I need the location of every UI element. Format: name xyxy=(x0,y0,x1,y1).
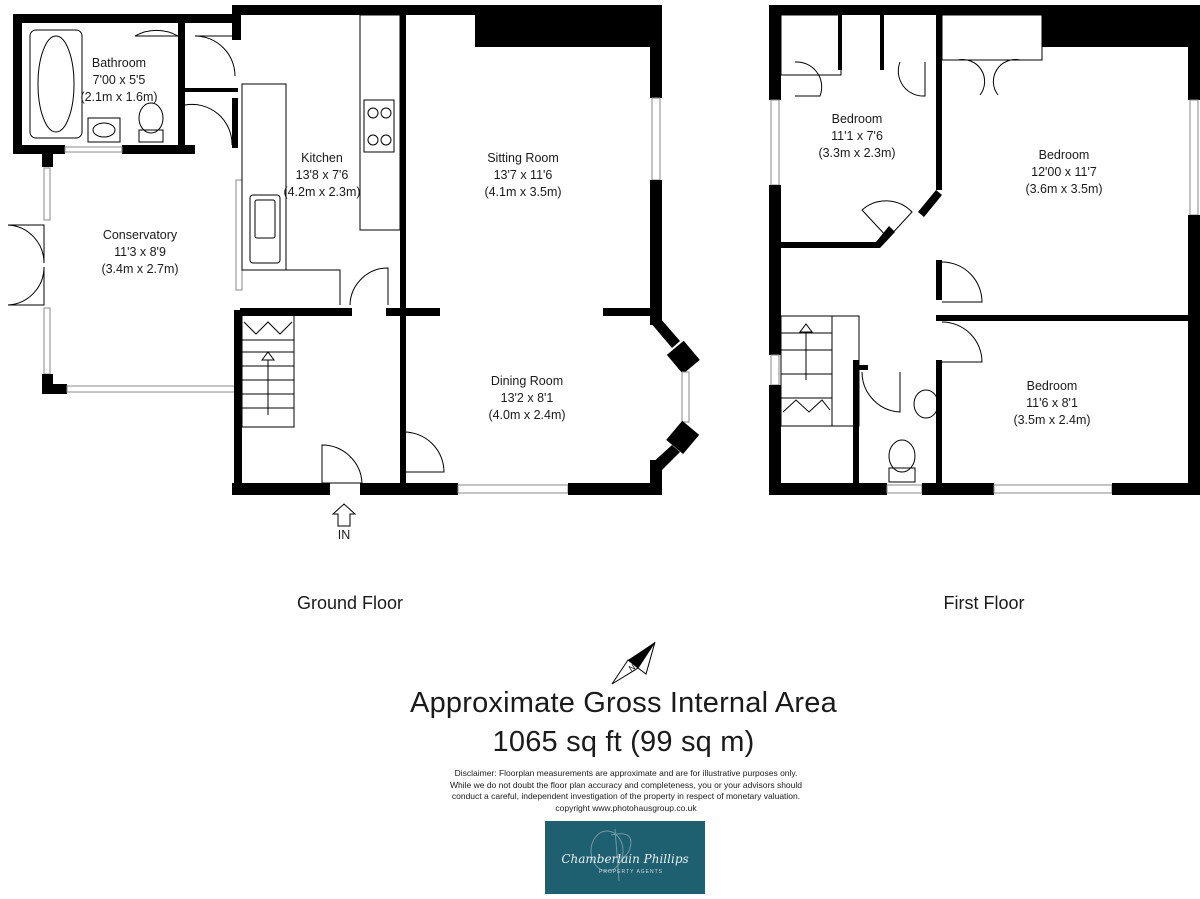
room-dimensions-imperial: 13'2 x 8'1 xyxy=(501,391,554,405)
logo-mark-icon: Chamberlain Phillips PROPERTY AGENTS xyxy=(561,828,689,882)
room-name: Bedroom xyxy=(832,112,883,126)
room-dimensions-imperial: 13'7 x 11'6 xyxy=(494,168,553,182)
room-kitchen-label: Kitchen 13'8 x 7'6 (4.2m x 2.3m) xyxy=(283,151,360,199)
room-bedroom-2-label: Bedroom 12'00 x 11'7 (3.6m x 3.5m) xyxy=(1025,148,1102,196)
room-name: Dining Room xyxy=(491,374,563,388)
room-name: Bedroom xyxy=(1039,148,1090,162)
logo-subtext: PROPERTY AGENTS xyxy=(599,869,663,875)
room-dimensions-metric: (3.6m x 3.5m) xyxy=(1025,182,1102,196)
agent-logo: Chamberlain Phillips PROPERTY AGENTS xyxy=(545,821,705,894)
ground-floor-label: Ground Floor xyxy=(297,593,403,613)
room-name: Sitting Room xyxy=(487,151,559,165)
room-bathroom-label: Bathroom 7'00 x 5'5 (2.1m x 1.6m) xyxy=(80,56,157,104)
first-floor-plan xyxy=(769,5,1200,495)
disclaimer-line: Disclaimer: Floorplan measurements are a… xyxy=(454,768,798,778)
compass-icon: N xyxy=(611,641,656,685)
room-name: Kitchen xyxy=(301,151,343,165)
room-bedroom-3-label: Bedroom 11'6 x 8'1 (3.5m x 2.4m) xyxy=(1013,379,1090,427)
room-dimensions-imperial: 11'6 x 8'1 xyxy=(1026,396,1078,410)
room-dimensions-metric: (4.1m x 3.5m) xyxy=(484,185,561,199)
room-dimensions-imperial: 12'00 x 11'7 xyxy=(1031,165,1097,179)
disclaimer-line: conduct a careful, independent investiga… xyxy=(451,791,801,801)
room-dimensions-imperial: 7'00 x 5'5 xyxy=(93,73,146,87)
disclaimer-line: copyright www.photohausgroup.co.uk xyxy=(555,802,697,813)
room-sitting-room-label: Sitting Room 13'7 x 11'6 (4.1m x 3.5m) xyxy=(484,151,561,199)
compass-north-label: N xyxy=(627,662,637,673)
room-dimensions-metric: (3.5m x 2.4m) xyxy=(1013,413,1090,427)
disclaimer-line: While we do not doubt the floor plan acc… xyxy=(449,779,802,790)
room-dining-room-label: Dining Room 13'2 x 8'1 (4.0m x 2.4m) xyxy=(488,374,565,422)
room-dimensions-imperial: 11'1 x 7'6 xyxy=(831,129,883,143)
room-dimensions-metric: (2.1m x 1.6m) xyxy=(80,90,157,104)
room-conservatory-label: Conservatory 11'3 x 8'9 (3.4m x 2.7m) xyxy=(101,228,178,276)
room-dimensions-metric: (4.0m x 2.4m) xyxy=(488,408,565,422)
room-name: Bedroom xyxy=(1027,379,1078,393)
room-dimensions-imperial: 13'8 x 7'6 xyxy=(296,168,349,182)
room-name: Conservatory xyxy=(103,228,178,242)
area-value: 1065 sq ft (99 sq m) xyxy=(492,726,755,758)
room-dimensions-metric: (3.3m x 2.3m) xyxy=(818,146,895,160)
disclaimer: Disclaimer: Floorplan measurements are a… xyxy=(326,768,926,814)
first-floor-label: First Floor xyxy=(944,593,1025,613)
room-name: Bathroom xyxy=(92,56,146,70)
entrance-label: IN xyxy=(338,528,351,542)
area-title: Approximate Gross Internal Area xyxy=(410,687,837,719)
ground-floor-plan xyxy=(7,5,700,527)
room-dimensions-metric: (4.2m x 2.3m) xyxy=(283,185,360,199)
room-bedroom-1-label: Bedroom 11'1 x 7'6 (3.3m x 2.3m) xyxy=(818,112,895,160)
room-dimensions-imperial: 11'3 x 8'9 xyxy=(114,245,166,259)
logo-text: Chamberlain Phillips xyxy=(561,852,688,866)
room-dimensions-metric: (3.4m x 2.7m) xyxy=(101,262,178,276)
